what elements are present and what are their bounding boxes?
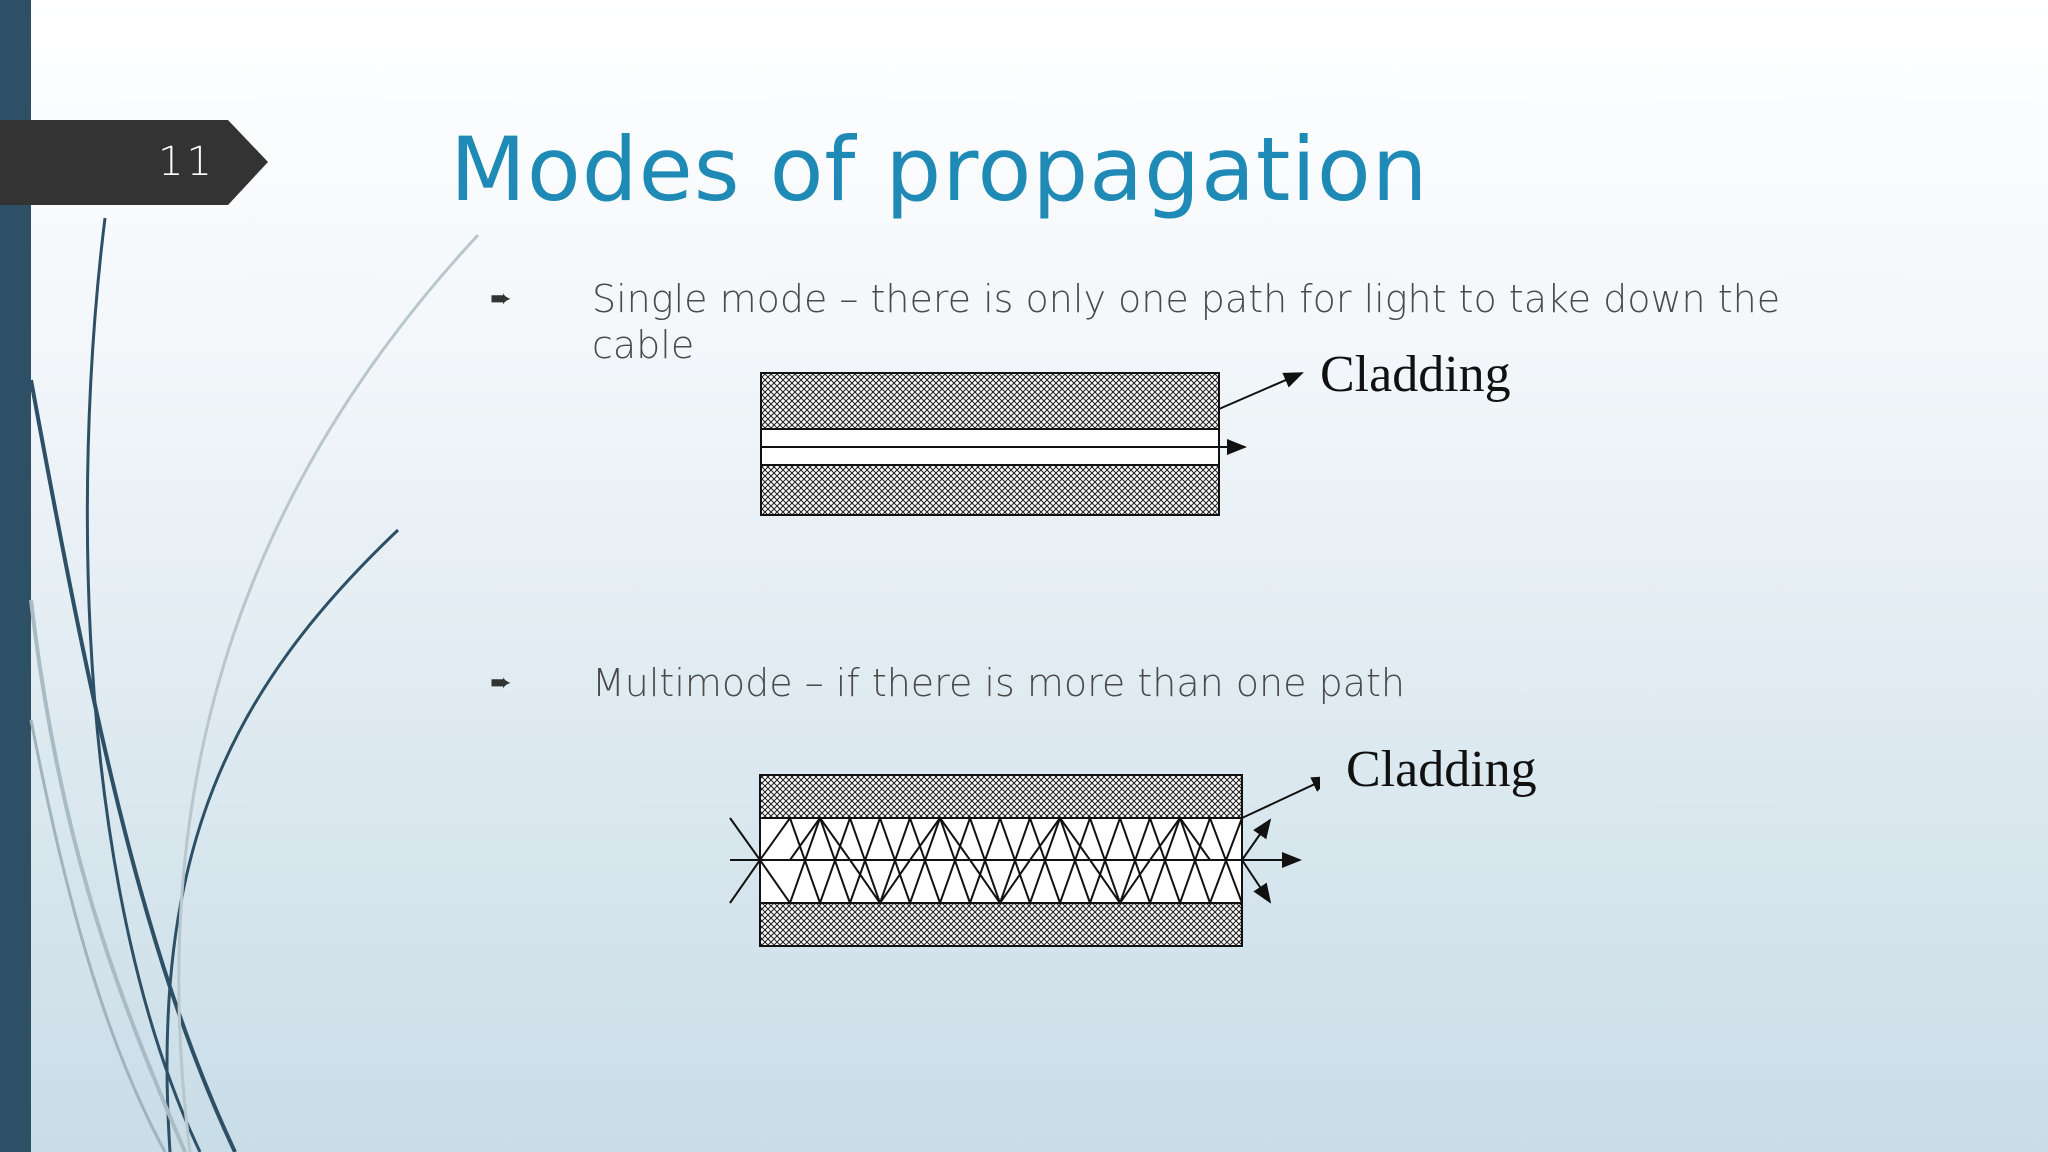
cladding-bottom <box>759 902 1243 947</box>
cladding-label-multi: Cladding <box>1346 741 1537 798</box>
cladding-top <box>759 774 1243 819</box>
bullet-text: Multimode – if there is more than one pa… <box>592 661 1405 705</box>
cladding-pointer <box>1218 372 1304 410</box>
multimode-fiber-diagram <box>729 774 1320 947</box>
light-paths <box>729 776 1320 907</box>
arrow-bullet-icon: ➨ <box>490 284 512 314</box>
arrow-bullet-icon: ➨ <box>490 668 512 698</box>
single-mode-fiber-diagram <box>760 372 1304 516</box>
cladding-label-single: Cladding <box>1320 346 1511 403</box>
bullet-text: Single mode – there is only one path for… <box>592 277 1781 367</box>
cladding-top <box>760 372 1220 430</box>
slide-title: Modes of propagation <box>450 118 1429 221</box>
slide-number-badge <box>0 120 268 205</box>
slide-number: 11 <box>158 139 215 185</box>
cladding-bottom <box>760 464 1220 516</box>
